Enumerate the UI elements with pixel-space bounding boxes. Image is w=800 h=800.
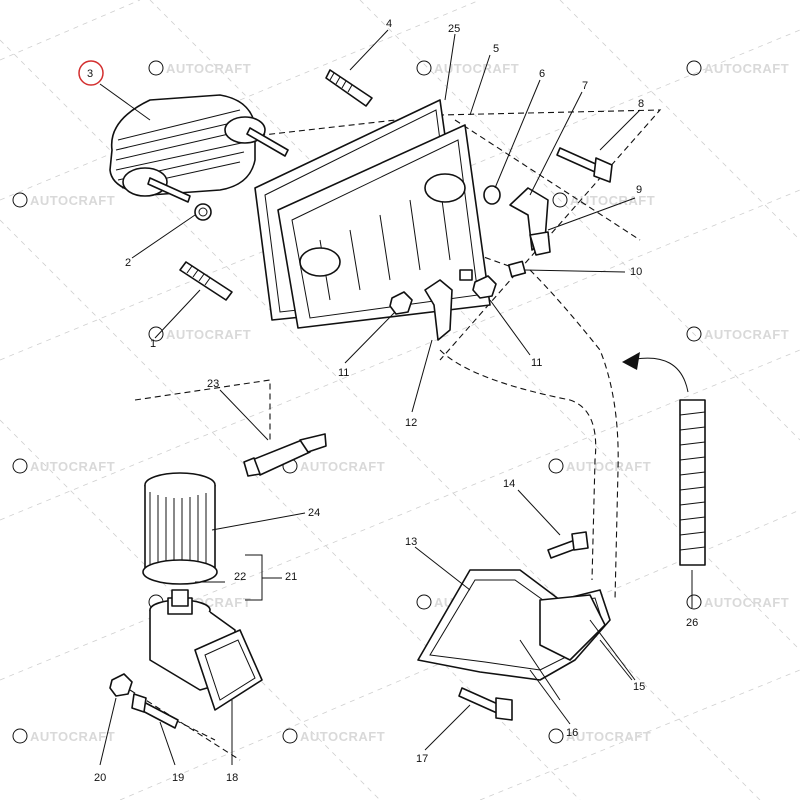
pipe-part-9[interactable] (529, 231, 551, 256)
o-ring-part-2[interactable] (194, 203, 212, 221)
callout-2[interactable]: 2 (125, 257, 131, 269)
svg-text:AUTOCRAFT: AUTOCRAFT (570, 193, 655, 208)
svg-text:AUTOCRAFT: AUTOCRAFT (166, 327, 251, 342)
leader-lines (99, 29, 693, 766)
callout-15[interactable]: 15 (633, 681, 645, 693)
callout-6[interactable]: 6 (539, 68, 545, 80)
watermark-5: AUTOCRAFT (552, 192, 655, 208)
callout-22[interactable]: 22 (234, 571, 246, 583)
bolt-part-14[interactable] (547, 531, 589, 559)
callout-9[interactable]: 9 (636, 184, 642, 196)
watermark-8: AUTOCRAFT (12, 458, 115, 474)
oil-cooler-part-3[interactable] (109, 94, 289, 203)
watermark-14: AUTOCRAFT (12, 728, 115, 744)
watermark-13: AUTOCRAFT (686, 594, 789, 610)
callout-23[interactable]: 23 (207, 378, 219, 390)
callout-13[interactable]: 13 (405, 536, 417, 548)
nut-part-10[interactable] (507, 260, 527, 278)
nut-part-11b[interactable] (459, 269, 497, 299)
svg-text:AUTOCRAFT: AUTOCRAFT (30, 459, 115, 474)
watermark-10: AUTOCRAFT (548, 458, 651, 474)
bracket-part-13[interactable] (417, 569, 611, 681)
svg-text:AUTOCRAFT: AUTOCRAFT (704, 327, 789, 342)
callout-labels: 3 2 1 4 25 5 6 7 8 9 10 11 11 12 23 24 2… (87, 18, 698, 784)
callout-25[interactable]: 25 (448, 23, 460, 35)
elbow-fitting-part-12[interactable] (424, 279, 453, 341)
watermark-7: AUTOCRAFT (686, 326, 789, 342)
sealant-tube-part-23[interactable] (243, 433, 327, 477)
callout-21[interactable]: 21 (285, 571, 297, 583)
svg-text:AUTOCRAFT: AUTOCRAFT (300, 459, 385, 474)
watermark-6: AUTOCRAFT (148, 326, 251, 342)
fitting-part-15[interactable] (589, 619, 636, 681)
stud-part-1[interactable] (179, 261, 233, 301)
callout-7[interactable]: 7 (582, 80, 588, 92)
callout-10[interactable]: 10 (630, 266, 642, 278)
watermark-1: AUTOCRAFT (148, 60, 251, 76)
watermark-9: AUTOCRAFT (282, 458, 385, 474)
selected-callout-ring (78, 60, 104, 86)
callout-11-right[interactable]: 11 (531, 357, 542, 369)
callout-26[interactable]: 26 (686, 617, 698, 629)
callout-24[interactable]: 24 (308, 507, 320, 519)
callout-5[interactable]: 5 (493, 43, 499, 55)
watermark-2: AUTOCRAFT (416, 60, 519, 76)
callout-4[interactable]: 4 (386, 18, 392, 30)
spacer-part-16[interactable] (519, 639, 561, 701)
bolt-part-17[interactable] (458, 687, 513, 721)
direction-arrow-icon (622, 352, 689, 393)
callout-19[interactable]: 19 (172, 772, 184, 784)
callout-1[interactable]: 1 (150, 338, 156, 350)
bolt-part-19[interactable] (131, 693, 179, 729)
filter-head-part-18[interactable] (149, 597, 263, 711)
svg-text:AUTOCRAFT: AUTOCRAFT (30, 193, 115, 208)
nut-part-11a[interactable] (389, 291, 413, 315)
svg-text:AUTOCRAFT: AUTOCRAFT (166, 61, 251, 76)
callout-8[interactable]: 8 (638, 98, 644, 110)
watermark-4: AUTOCRAFT (12, 192, 115, 208)
watermark-16: AUTOCRAFT (548, 728, 651, 744)
callout-11-left[interactable]: 11 (338, 367, 349, 379)
watermark-3: AUTOCRAFT (686, 60, 789, 76)
svg-text:AUTOCRAFT: AUTOCRAFT (434, 61, 519, 76)
adapter-plate-part-5[interactable] (277, 124, 491, 329)
bolt-part-8[interactable] (556, 147, 613, 183)
seal-part-6[interactable] (483, 185, 501, 205)
svg-text:AUTOCRAFT: AUTOCRAFT (566, 729, 651, 744)
svg-text:AUTOCRAFT: AUTOCRAFT (30, 729, 115, 744)
callout-16[interactable]: 16 (566, 727, 578, 739)
callout-14[interactable]: 14 (503, 478, 515, 490)
stud-part-4[interactable] (325, 69, 373, 107)
callout-18[interactable]: 18 (226, 772, 238, 784)
callout-12[interactable]: 12 (405, 417, 417, 429)
svg-text:AUTOCRAFT: AUTOCRAFT (704, 595, 789, 610)
callout-20[interactable]: 20 (94, 772, 106, 784)
svg-text:AUTOCRAFT: AUTOCRAFT (704, 61, 789, 76)
callout-3[interactable]: 3 (87, 68, 93, 80)
oil-filter-part-24[interactable] (142, 472, 218, 585)
hose-part-26[interactable] (679, 399, 706, 566)
nipple-part-22[interactable] (171, 589, 189, 607)
callout-17[interactable]: 17 (416, 753, 428, 765)
svg-text:AUTOCRAFT: AUTOCRAFT (566, 459, 651, 474)
svg-text:AUTOCRAFT: AUTOCRAFT (300, 729, 385, 744)
nut-part-20[interactable] (109, 673, 133, 697)
watermark-15: AUTOCRAFT (282, 728, 385, 744)
